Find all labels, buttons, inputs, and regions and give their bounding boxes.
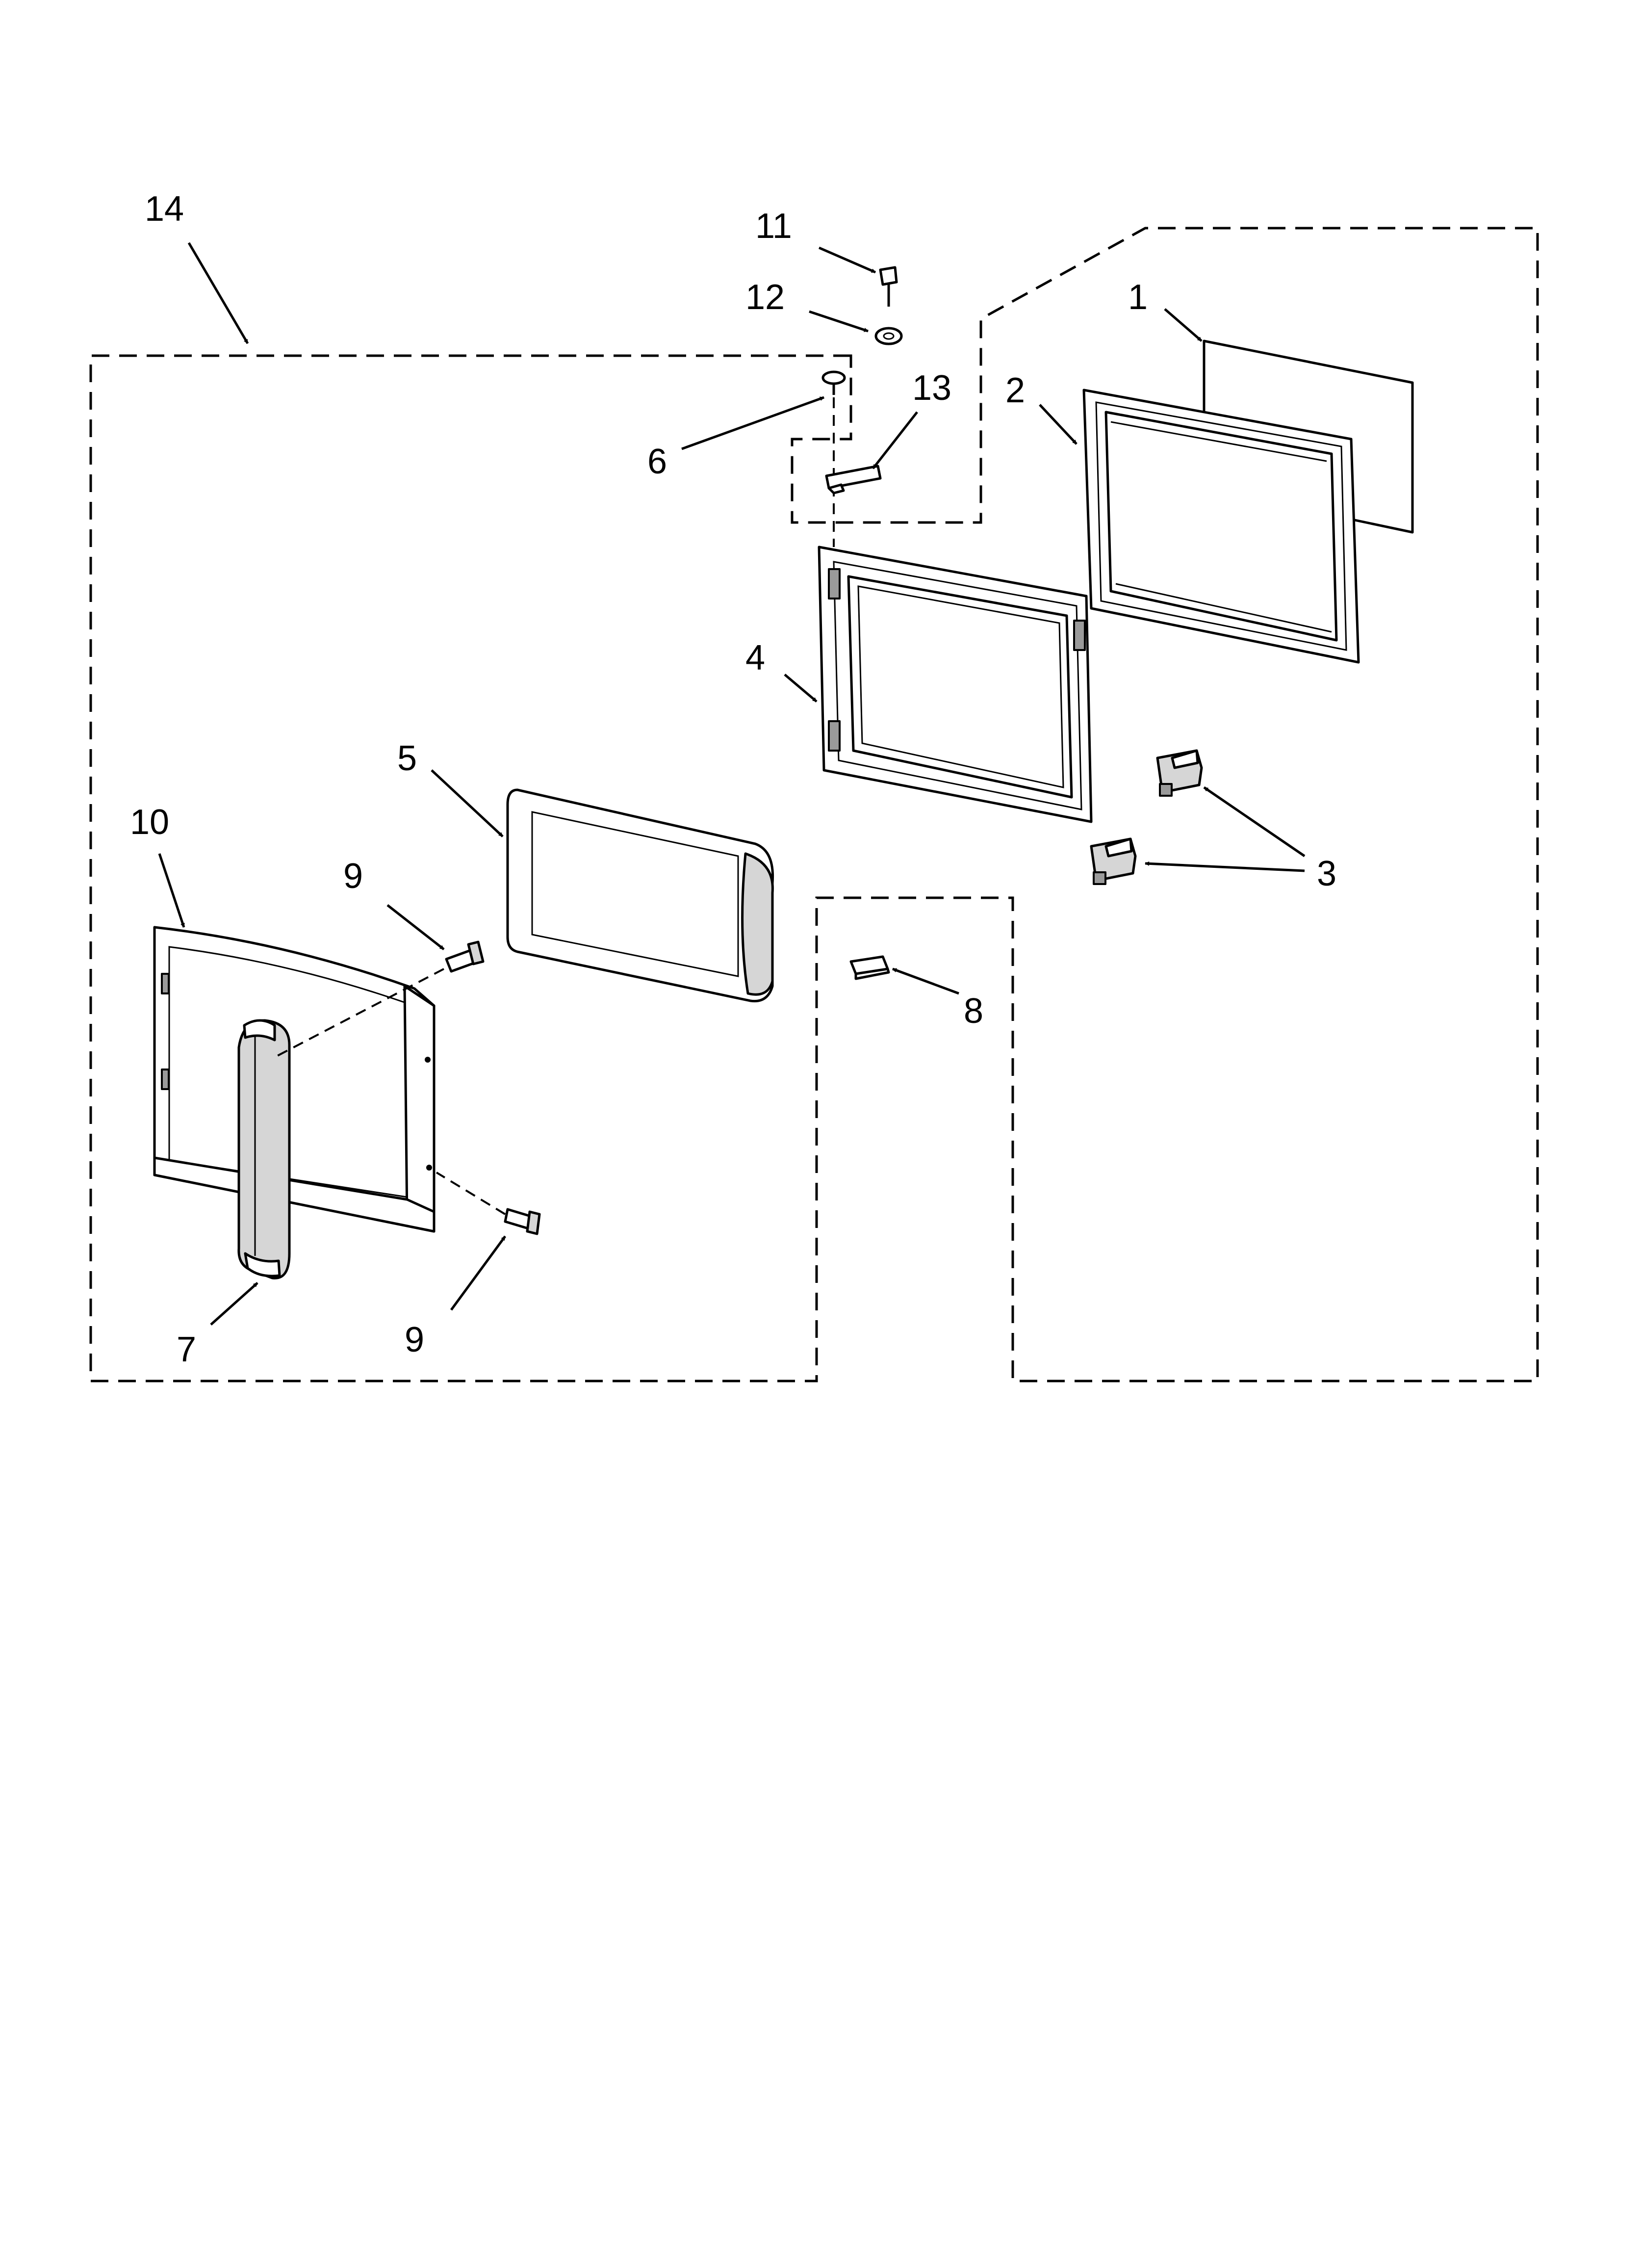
arrow-8 [892,967,959,995]
callout-8: 8 [964,991,983,1031]
arrow-2 [1039,404,1078,445]
callout-12: 12 [745,278,785,317]
arrow-14 [187,242,249,344]
callout-14: 14 [145,189,184,229]
part-13-hinge-bracket [825,465,882,495]
arrow-3-lower [1145,861,1305,872]
part-8-hinge-plate [849,955,890,980]
part-4-inner-door-frame [818,546,1093,823]
callout-9-lower: 9 [405,1320,424,1359]
part-9-screw-lower [436,1172,541,1235]
part-2-door-choke-frame [1082,389,1360,664]
callout-11: 11 [755,207,792,246]
callout-6: 6 [647,442,667,481]
arrow-1 [1164,308,1203,342]
arrow-9-lower [450,1235,507,1311]
callout-13: 13 [912,368,951,408]
callout-1: 1 [1128,278,1148,317]
assembly-14-boundary [89,227,1539,1382]
part-6-hinge-pin [821,370,846,395]
arrow-11 [819,246,876,274]
part-7-door-handle [237,1019,291,1279]
arrow-5 [431,769,504,837]
callout-2: 2 [1005,371,1025,410]
callout-9-upper: 9 [343,857,363,896]
part-9-screw-upper [274,940,485,1058]
screw-guide-line-upper [274,968,444,1058]
callout-5: 5 [397,739,417,778]
screw-guide-line-lower [436,1172,506,1215]
arrow-13 [872,411,918,469]
part-3-latch-hook-lower [1090,837,1137,885]
part-3-latch-hook-upper [1156,749,1203,797]
arrow-7 [210,1282,258,1326]
part-12-washer [874,327,903,345]
part-5-door-choke-cover [506,788,774,1003]
callout-7: 7 [177,1330,196,1369]
arrow-9-upper [386,904,445,950]
arrow-4 [784,674,818,703]
part-11-screw [879,266,898,307]
arrow-12 [809,310,869,333]
callout-4: 4 [745,638,765,678]
arrow-3-upper [1203,786,1306,858]
callout-10: 10 [130,803,169,842]
callout-3: 3 [1317,854,1336,893]
part-10-door-outer-panel [153,926,436,1233]
arrow-6 [681,396,824,450]
arrow-10 [158,853,185,928]
